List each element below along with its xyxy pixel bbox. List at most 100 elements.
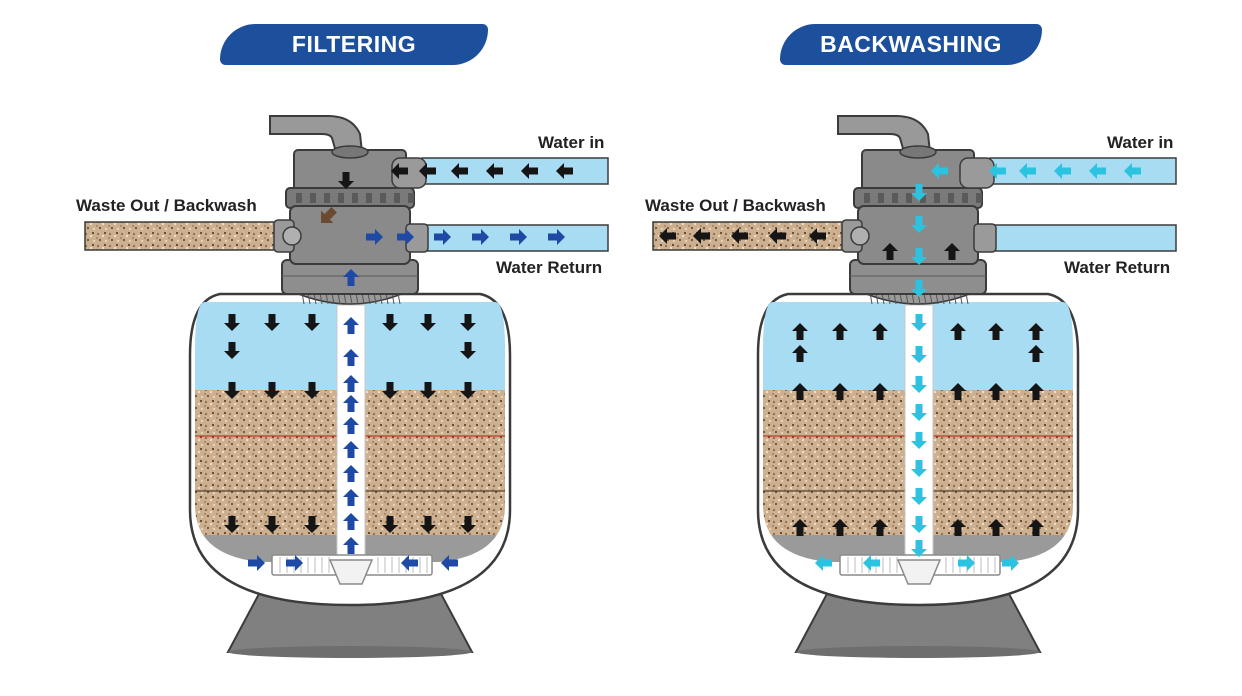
waste-flow-arrow (769, 228, 786, 244)
gravel-down-arrow (382, 516, 398, 533)
pipe-up-arrow (343, 489, 359, 506)
sand-up-arrow (872, 383, 888, 400)
valve-down-arrow (338, 172, 354, 189)
gravel-up-arrow (988, 519, 1004, 536)
filtering-waste-out-label: Waste Out / Backwash (76, 196, 257, 215)
inlet-flow-arrow (486, 163, 503, 179)
sand-up-arrow (1028, 383, 1044, 400)
gravel-up-arrow (832, 519, 848, 536)
backwashing-diagram (652, 115, 1177, 658)
lateral-hub (328, 559, 374, 585)
inlet-flow-arrow (989, 163, 1006, 179)
water-down-arrow (460, 342, 476, 359)
pipe-down-arrow (911, 216, 927, 233)
lateral-flow-arrow (815, 555, 832, 571)
lateral-flow-arrow (958, 555, 975, 571)
gravel-down-arrow (264, 516, 280, 533)
pipe-down-arrow (911, 248, 927, 265)
return-flow-arrow (510, 229, 527, 245)
pipe-up-arrow (343, 317, 359, 334)
sight-glass (850, 226, 870, 246)
filter-stand-foot (796, 646, 1040, 658)
sand-down-arrow (224, 382, 240, 399)
pipe-down-arrow (911, 540, 927, 557)
water-up-arrow (832, 323, 848, 340)
return-flow-arrow (548, 229, 565, 245)
pipe-up-arrow (343, 395, 359, 412)
filter-drawing (84, 115, 609, 658)
gravel-down-arrow (304, 516, 320, 533)
water-up-arrow (950, 323, 966, 340)
pipe-up-arrow (343, 537, 359, 554)
waste-flow-arrow (693, 228, 710, 244)
sight-glass (282, 226, 302, 246)
waste-pipe (84, 221, 281, 251)
lateral-flow-arrow (863, 555, 880, 571)
water-up-arrow (1028, 323, 1044, 340)
water-down-arrow (224, 314, 240, 331)
water-up-arrow (792, 345, 808, 362)
gravel-up-arrow (792, 519, 808, 536)
pipe-up-arrow (343, 441, 359, 458)
pipe-up-arrow (343, 513, 359, 530)
inlet-flow-arrow (1124, 163, 1141, 179)
valve-up-arrow (944, 243, 960, 260)
pipe-down-arrow (911, 184, 927, 201)
valve-up-arrow (882, 243, 898, 260)
gravel-up-arrow (950, 519, 966, 536)
backwashing-waste-out-label: Waste Out / Backwash (645, 196, 826, 215)
pipe-down-arrow (911, 432, 927, 449)
filtering-water-return-label: Water Return (496, 258, 603, 277)
flow-arrows (224, 163, 573, 571)
water-down-arrow (264, 314, 280, 331)
inlet-flow-arrow (521, 163, 538, 179)
pipe-down-arrow (911, 516, 927, 533)
water-down-arrow (224, 342, 240, 359)
filtering-water-in-label: Water in (538, 133, 605, 152)
filtering-title-banner: FILTERING (220, 24, 488, 65)
inlet-flow-arrow (419, 163, 436, 179)
valve-in-arrow (931, 163, 948, 179)
backwashing-title-banner: BACKWASHING (780, 24, 1042, 65)
return-flow-arrow (472, 229, 489, 245)
pipe-down-arrow (911, 404, 927, 421)
gravel-down-arrow (224, 516, 240, 533)
water-up-arrow (988, 323, 1004, 340)
pipe-down-arrow (911, 488, 927, 505)
return-flow-arrow (434, 229, 451, 245)
backwashing-water-return-label: Water Return (1064, 258, 1171, 277)
water-down-arrow (304, 314, 320, 331)
sand-up-arrow (792, 383, 808, 400)
pipe-up-arrow (343, 349, 359, 366)
water-down-arrow (420, 314, 436, 331)
inlet-port (959, 157, 995, 189)
water-up-arrow (872, 323, 888, 340)
lateral-flow-arrow (401, 555, 418, 571)
return-flow-arrow (366, 229, 383, 245)
inlet-flow-arrow (391, 163, 408, 179)
gravel-down-arrow (460, 516, 476, 533)
waste-flow-arrow (731, 228, 748, 244)
water-in-pipe (421, 157, 609, 185)
waste-flow-arrow (659, 228, 676, 244)
gravel-up-arrow (1028, 519, 1044, 536)
pipe-up-arrow (343, 417, 359, 434)
inlet-flow-arrow (1019, 163, 1036, 179)
sand-down-arrow (460, 382, 476, 399)
water-in-pipe (989, 157, 1177, 185)
water-down-arrow (382, 314, 398, 331)
sand-down-arrow (382, 382, 398, 399)
pipe-down-arrow (911, 376, 927, 393)
sand-down-arrow (264, 382, 280, 399)
backwashing-water-in-label: Water in (1107, 133, 1174, 152)
sand-down-arrow (304, 382, 320, 399)
lateral-flow-arrow (248, 555, 265, 571)
sand-up-arrow (950, 383, 966, 400)
water-up-arrow (792, 323, 808, 340)
gravel-up-arrow (872, 519, 888, 536)
pipe-down-arrow (911, 280, 927, 297)
pipe-up-arrow (343, 465, 359, 482)
sand-up-arrow (988, 383, 1004, 400)
pipe-down-arrow (911, 460, 927, 477)
